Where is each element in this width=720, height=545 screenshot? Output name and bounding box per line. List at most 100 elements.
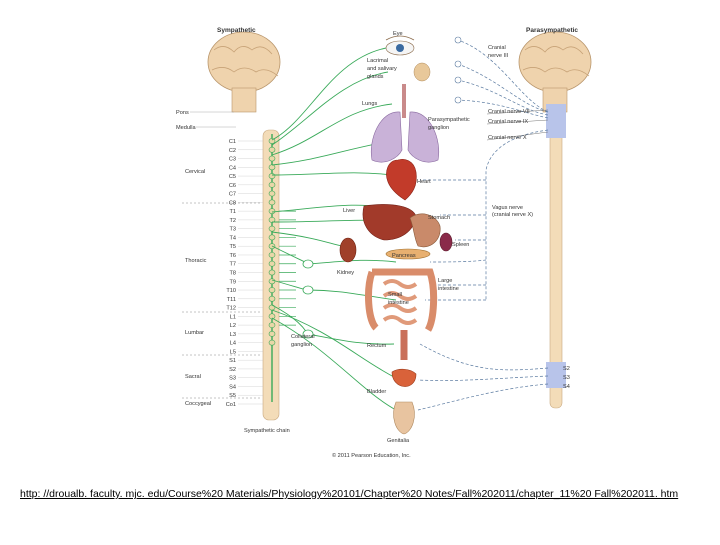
chain-ganglion bbox=[268, 278, 276, 285]
segment-label-l1: L1 bbox=[230, 314, 236, 320]
segment-label-l5: L5 bbox=[230, 349, 236, 355]
chain-ganglion bbox=[268, 190, 276, 197]
segment-label-s1: S1 bbox=[229, 358, 236, 364]
segment-label-t9: T9 bbox=[229, 279, 236, 285]
collateral-ganglia bbox=[302, 259, 314, 339]
cranial-nerve-iii-label-2: nerve III bbox=[488, 53, 509, 59]
segment-label-c7: C7 bbox=[229, 192, 236, 198]
region-cervical-label: Cervical bbox=[185, 169, 205, 175]
chain-ganglion bbox=[268, 138, 276, 144]
lacrimal-label-1: Lacrimal bbox=[367, 58, 388, 64]
small-intestine-illustration bbox=[382, 279, 418, 325]
segment-labels: C1C2C3C4C5C6C7C8T1T2T3T4T5T6T7T8T9T10T11… bbox=[226, 139, 263, 408]
chain-ganglion bbox=[268, 287, 276, 293]
chain-ganglion bbox=[268, 252, 276, 258]
vagus-nerve-label-2: (cranial nerve X) bbox=[492, 212, 533, 218]
vagus-nerve-label-1: Vagus nerve bbox=[492, 205, 523, 211]
lacrimal-label-2: and salivary bbox=[367, 66, 397, 72]
segment-label-t2: T2 bbox=[229, 218, 236, 224]
small-intestine-label-1: Small bbox=[388, 292, 402, 298]
heart-label: Heart bbox=[417, 179, 431, 185]
region-sacral-label: Sacral bbox=[185, 374, 201, 380]
segment-label-s3: S3 bbox=[229, 376, 236, 382]
lacrimal-label-3: glands bbox=[367, 74, 384, 80]
parasympathetic-ganglion-label-2: ganglion bbox=[428, 125, 449, 131]
sympathetic-header: Sympathetic bbox=[217, 27, 256, 34]
sympathetic-chain-label: Sympathetic chain bbox=[244, 428, 290, 434]
sacral-s2-label: S2 bbox=[563, 366, 570, 372]
spleen-label: Spleen bbox=[452, 242, 469, 248]
chain-ganglion bbox=[268, 269, 276, 276]
chain-ganglion bbox=[268, 322, 276, 328]
segment-label-t4: T4 bbox=[229, 235, 236, 241]
salivary-gland-illustration bbox=[413, 62, 431, 82]
chain-ganglion bbox=[268, 330, 276, 337]
segment-label-t8: T8 bbox=[229, 271, 236, 277]
large-intestine-label-1: Large bbox=[438, 278, 452, 284]
segment-label-t11: T11 bbox=[227, 297, 236, 303]
eye-label: Eye bbox=[393, 31, 403, 37]
chain-ganglion bbox=[268, 199, 276, 206]
sacral-s4-label: S4 bbox=[563, 384, 570, 390]
segment-label-c6: C6 bbox=[229, 183, 236, 189]
pancreas-label: Pancreas bbox=[392, 253, 416, 259]
parasympathetic-ganglia bbox=[454, 36, 462, 104]
segment-label-s2: S2 bbox=[229, 367, 236, 373]
medulla-label: Medulla bbox=[176, 125, 196, 131]
kidney-label: Kidney bbox=[337, 270, 354, 276]
chain-ganglion bbox=[268, 216, 276, 223]
liver-label: Liver bbox=[343, 208, 355, 214]
heart-illustration bbox=[386, 159, 417, 201]
segment-label-s5: S5 bbox=[229, 393, 236, 399]
liver-illustration bbox=[362, 204, 417, 241]
chain-ganglion bbox=[268, 295, 276, 302]
segment-label-l2: L2 bbox=[230, 323, 236, 329]
parasympathetic-header: Parasympathetic bbox=[526, 27, 578, 34]
sacral-parasympathetic-region bbox=[546, 362, 566, 388]
kidney-illustration bbox=[339, 237, 357, 263]
cranial-nerve-iii-label-1: Cranial bbox=[488, 45, 506, 51]
chain-ganglion bbox=[268, 164, 276, 171]
chain-ganglion bbox=[268, 339, 276, 346]
chain-ganglion bbox=[268, 173, 276, 179]
large-intestine-label-2: intestine bbox=[438, 286, 459, 292]
bladder-label: Bladder bbox=[367, 389, 386, 395]
segment-label-co1: Co1 bbox=[226, 402, 236, 408]
cranial-nerve-leaders bbox=[486, 109, 549, 141]
segment-label-s4: S4 bbox=[229, 384, 236, 390]
stomach-illustration bbox=[409, 213, 441, 248]
region-coccygeal-label: Coccygeal bbox=[185, 401, 211, 407]
segment-label-c1: C1 bbox=[229, 139, 236, 145]
segment-label-t7: T7 bbox=[229, 262, 236, 268]
genitalia-label: Genitalia bbox=[387, 438, 410, 444]
brainstem-parasympathetic-region bbox=[546, 104, 566, 138]
spleen-illustration bbox=[439, 232, 453, 252]
segment-label-c8: C8 bbox=[229, 200, 236, 206]
chain-ganglia bbox=[268, 138, 296, 346]
bladder-illustration bbox=[391, 368, 417, 387]
large-intestine-illustration bbox=[365, 268, 438, 332]
stomach-label: Stomach bbox=[428, 215, 450, 221]
eye-illustration bbox=[385, 35, 415, 56]
chain-ganglion bbox=[268, 234, 276, 241]
segment-label-t5: T5 bbox=[229, 244, 236, 250]
segment-label-t12: T12 bbox=[226, 306, 236, 312]
collateral-ganglion-label-2: ganglion bbox=[291, 342, 312, 348]
segment-label-t6: T6 bbox=[229, 253, 236, 259]
segment-label-c5: C5 bbox=[229, 174, 236, 180]
cranial-nerve-vii-label: Cranial nerve VII bbox=[488, 109, 530, 115]
segment-label-l3: L3 bbox=[230, 332, 236, 338]
segment-label-c3: C3 bbox=[229, 157, 236, 163]
source-link[interactable]: http: //droualb. faculty. mjc. edu/Cours… bbox=[20, 488, 679, 500]
segment-label-c4: C4 bbox=[229, 165, 236, 171]
parasympathetic-ganglion-label-1: Parasympathetic bbox=[428, 117, 470, 123]
chain-ganglion bbox=[268, 225, 276, 232]
chain-ganglion bbox=[268, 146, 276, 153]
chain-ganglion bbox=[268, 155, 276, 162]
small-intestine-label-2: intestine bbox=[388, 300, 409, 306]
right-brain-illustration bbox=[518, 31, 592, 113]
chain-ganglion bbox=[268, 313, 276, 320]
chain-ganglion bbox=[268, 181, 276, 188]
